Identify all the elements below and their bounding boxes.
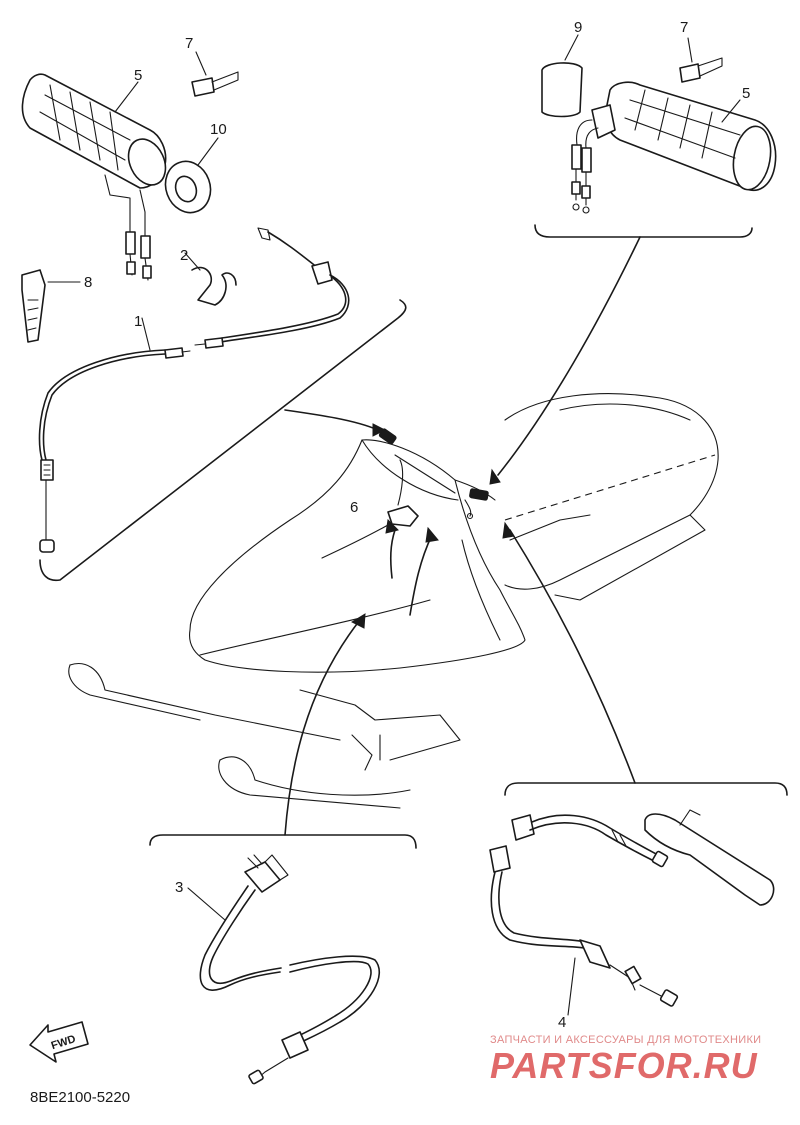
grip-right-part-5 xyxy=(571,81,777,214)
bottom-right-bracket xyxy=(502,521,788,796)
cap-part-9 xyxy=(541,34,583,118)
screw-left-part-7 xyxy=(191,51,239,97)
snowmobile-illustration xyxy=(68,393,719,809)
watermark-tagline: ЗАПЧАСТИ И АКСЕССУАРЫ ДЛЯ МОТОТЕХНИКИ xyxy=(490,1034,761,1046)
cable-part-1 xyxy=(38,227,350,553)
drawing-code: 8BE2100-5220 xyxy=(30,1089,130,1106)
grip-left-part-5 xyxy=(21,73,167,281)
callout-3: 3 xyxy=(175,879,183,896)
right-group-bracket xyxy=(489,224,753,485)
callout-4: 4 xyxy=(558,1014,566,1031)
callout-5-right: 5 xyxy=(742,85,750,102)
cable-part-4 xyxy=(489,809,775,1016)
callout-5-left: 5 xyxy=(134,67,142,84)
callout-2: 2 xyxy=(180,247,188,264)
callout-labels: 5 7 10 2 8 1 9 7 5 6 3 4 xyxy=(84,19,750,1031)
callout-1: 1 xyxy=(134,313,142,330)
cable-part-3 xyxy=(187,854,381,1085)
callout-9: 9 xyxy=(574,19,582,36)
callout-6: 6 xyxy=(350,499,358,516)
callout-10: 10 xyxy=(210,121,227,138)
screw-right-part-7 xyxy=(679,37,723,83)
callout-8: 8 xyxy=(84,274,92,291)
fwd-arrow-icon: FWD xyxy=(29,1021,89,1063)
cable-tie-part-8 xyxy=(21,269,81,343)
watermark: ЗАПЧАСТИ И АКСЕССУАРЫ ДЛЯ МОТОТЕХНИКИ PA… xyxy=(490,1034,761,1086)
bottom-left-bracket xyxy=(149,613,417,849)
callout-7-left: 7 xyxy=(185,35,193,52)
watermark-brand: PARTSFOR.RU xyxy=(490,1045,758,1086)
left-group-bracket xyxy=(39,299,407,582)
clip-part-2 xyxy=(184,252,237,306)
callout-7-right: 7 xyxy=(680,19,688,36)
ring-part-10 xyxy=(164,137,219,214)
